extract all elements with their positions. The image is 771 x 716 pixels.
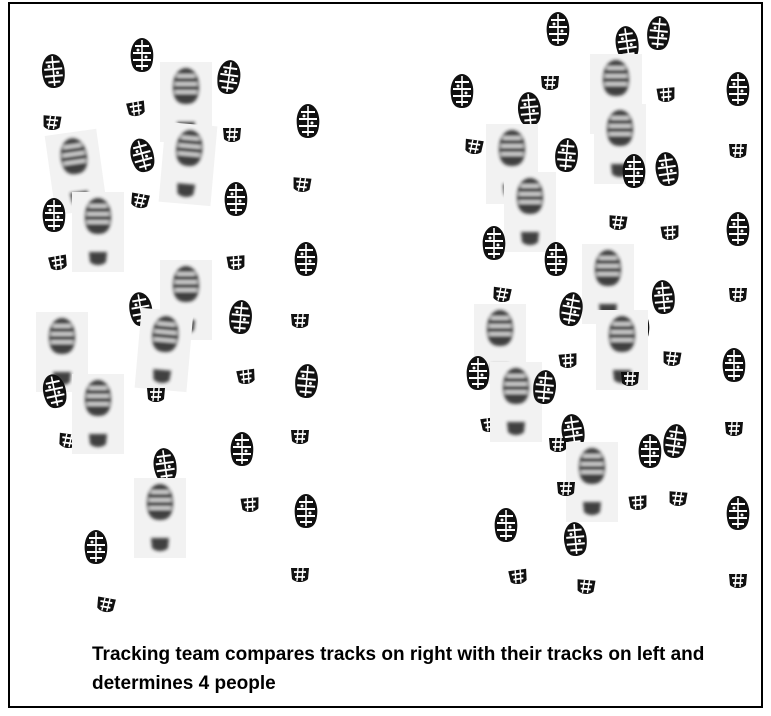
left-boot-sole-print-icon bbox=[39, 52, 68, 90]
left-boot-heel-print-icon bbox=[291, 176, 313, 194]
right-boot-heel-print-icon bbox=[540, 75, 560, 91]
left-boot-heel-print-icon bbox=[290, 567, 310, 583]
right-boot-sole-print-icon bbox=[493, 507, 519, 543]
right-boot-sole-print-icon bbox=[725, 71, 751, 107]
left-boot-heel-print-icon bbox=[222, 127, 242, 143]
left-boot-heel-print-icon bbox=[94, 595, 117, 615]
right-boot-sole-print-icon bbox=[652, 149, 682, 189]
right-boot-sole-print-icon bbox=[515, 90, 544, 128]
left-boot-sole-print-icon bbox=[41, 197, 67, 233]
left-boot-heel-print-icon bbox=[225, 254, 247, 272]
right-boot-sole-print-icon bbox=[660, 421, 690, 461]
right-boot-sole-print-icon bbox=[561, 520, 590, 558]
right-boot-heel-print-icon bbox=[548, 437, 568, 453]
left-boot-heel-print-icon bbox=[290, 429, 310, 445]
right-boot-heel-print-icon bbox=[556, 481, 576, 497]
left-boot-sole-print-icon bbox=[125, 134, 159, 176]
right-boot-heel-print-icon bbox=[728, 143, 748, 159]
left-boot-heel-print-icon bbox=[290, 313, 310, 329]
right-boot-heel-print-icon bbox=[507, 567, 529, 587]
left-boot-heel-print-icon bbox=[235, 367, 257, 387]
right-boot-sole-print-icon bbox=[725, 211, 751, 247]
right-boot-sole-print-icon bbox=[721, 347, 747, 383]
left-boot-sole-print-icon bbox=[226, 298, 255, 336]
right-boot-sole-print-icon bbox=[552, 136, 581, 174]
diagram-frame: Tracking team compares tracks on right w… bbox=[8, 2, 763, 708]
right-faded-print-icon bbox=[504, 172, 556, 252]
right-boot-sole-print-icon bbox=[649, 278, 678, 316]
right-boot-sole-print-icon bbox=[725, 495, 751, 531]
right-boot-heel-print-icon bbox=[557, 352, 579, 370]
left-boot-heel-print-icon bbox=[239, 496, 261, 514]
left-faded-print-icon bbox=[135, 308, 194, 392]
right-boot-sole-print-icon bbox=[449, 73, 475, 109]
right-boot-sole-print-icon bbox=[621, 153, 647, 189]
left-boot-sole-print-icon bbox=[293, 493, 319, 529]
caption-text: Tracking team compares tracks on right w… bbox=[92, 644, 705, 694]
right-boot-sole-print-icon bbox=[545, 11, 571, 47]
right-boot-heel-print-icon bbox=[724, 421, 744, 437]
left-boot-sole-print-icon bbox=[293, 241, 319, 277]
left-faded-print-icon bbox=[72, 374, 124, 454]
left-boot-sole-print-icon bbox=[223, 181, 249, 217]
right-faded-print-icon bbox=[490, 362, 542, 442]
left-faded-print-icon bbox=[72, 192, 124, 272]
right-boot-heel-print-icon bbox=[655, 86, 677, 104]
right-boot-heel-print-icon bbox=[463, 137, 485, 157]
right-boot-sole-print-icon bbox=[481, 225, 507, 261]
right-boot-heel-print-icon bbox=[659, 224, 681, 242]
left-boot-sole-print-icon bbox=[229, 431, 255, 467]
tracks-canvas bbox=[10, 11, 751, 615]
left-boot-sole-print-icon bbox=[129, 37, 155, 73]
left-boot-sole-print-icon bbox=[295, 103, 321, 139]
right-boot-sole-print-icon bbox=[644, 14, 673, 52]
left-boot-heel-print-icon bbox=[146, 387, 166, 403]
left-boot-heel-print-icon bbox=[47, 253, 70, 273]
left-boot-heel-print-icon bbox=[41, 114, 63, 132]
footprints-layer bbox=[36, 11, 751, 615]
left-faded-print-icon bbox=[134, 478, 186, 558]
right-boot-heel-print-icon bbox=[661, 350, 683, 368]
right-boot-heel-print-icon bbox=[607, 214, 629, 232]
left-boot-sole-print-icon bbox=[83, 529, 109, 565]
left-boot-heel-print-icon bbox=[125, 99, 148, 119]
right-boot-heel-print-icon bbox=[728, 287, 748, 303]
right-boot-heel-print-icon bbox=[620, 371, 640, 387]
right-boot-sole-print-icon bbox=[637, 433, 663, 469]
right-boot-heel-print-icon bbox=[575, 578, 597, 596]
right-boot-heel-print-icon bbox=[667, 490, 689, 508]
left-boot-sole-print-icon bbox=[150, 445, 180, 485]
right-boot-heel-print-icon bbox=[728, 573, 748, 589]
left-boot-heel-print-icon bbox=[128, 191, 151, 211]
left-faded-print-icon bbox=[159, 122, 218, 206]
right-boot-sole-print-icon bbox=[556, 289, 587, 329]
left-boot-sole-print-icon bbox=[292, 362, 321, 400]
right-boot-heel-print-icon bbox=[627, 494, 649, 512]
right-boot-sole-print-icon bbox=[465, 355, 491, 391]
right-boot-sole-print-icon bbox=[543, 241, 569, 277]
right-boot-heel-print-icon bbox=[491, 285, 513, 305]
left-boot-sole-print-icon bbox=[214, 57, 244, 97]
